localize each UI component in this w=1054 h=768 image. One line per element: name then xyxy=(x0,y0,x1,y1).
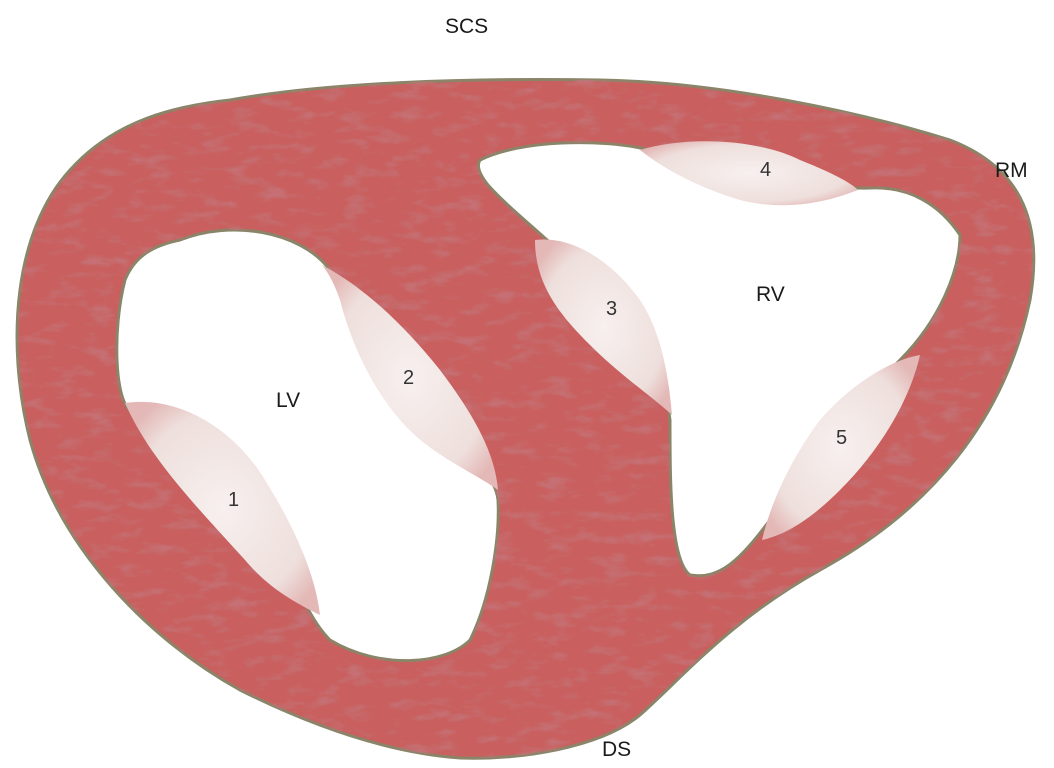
label-lv: LV xyxy=(276,390,300,411)
label-rv: RV xyxy=(756,284,785,305)
segment-2-number: 2 xyxy=(403,368,414,388)
label-scs: SCS xyxy=(445,16,488,37)
segment-3-number: 3 xyxy=(606,299,617,319)
label-rm: RM xyxy=(995,160,1028,181)
segment-4-number: 4 xyxy=(760,160,771,180)
segment-1-number: 1 xyxy=(228,490,239,510)
segment-5-number: 5 xyxy=(836,428,847,448)
label-ds: DS xyxy=(602,739,631,760)
